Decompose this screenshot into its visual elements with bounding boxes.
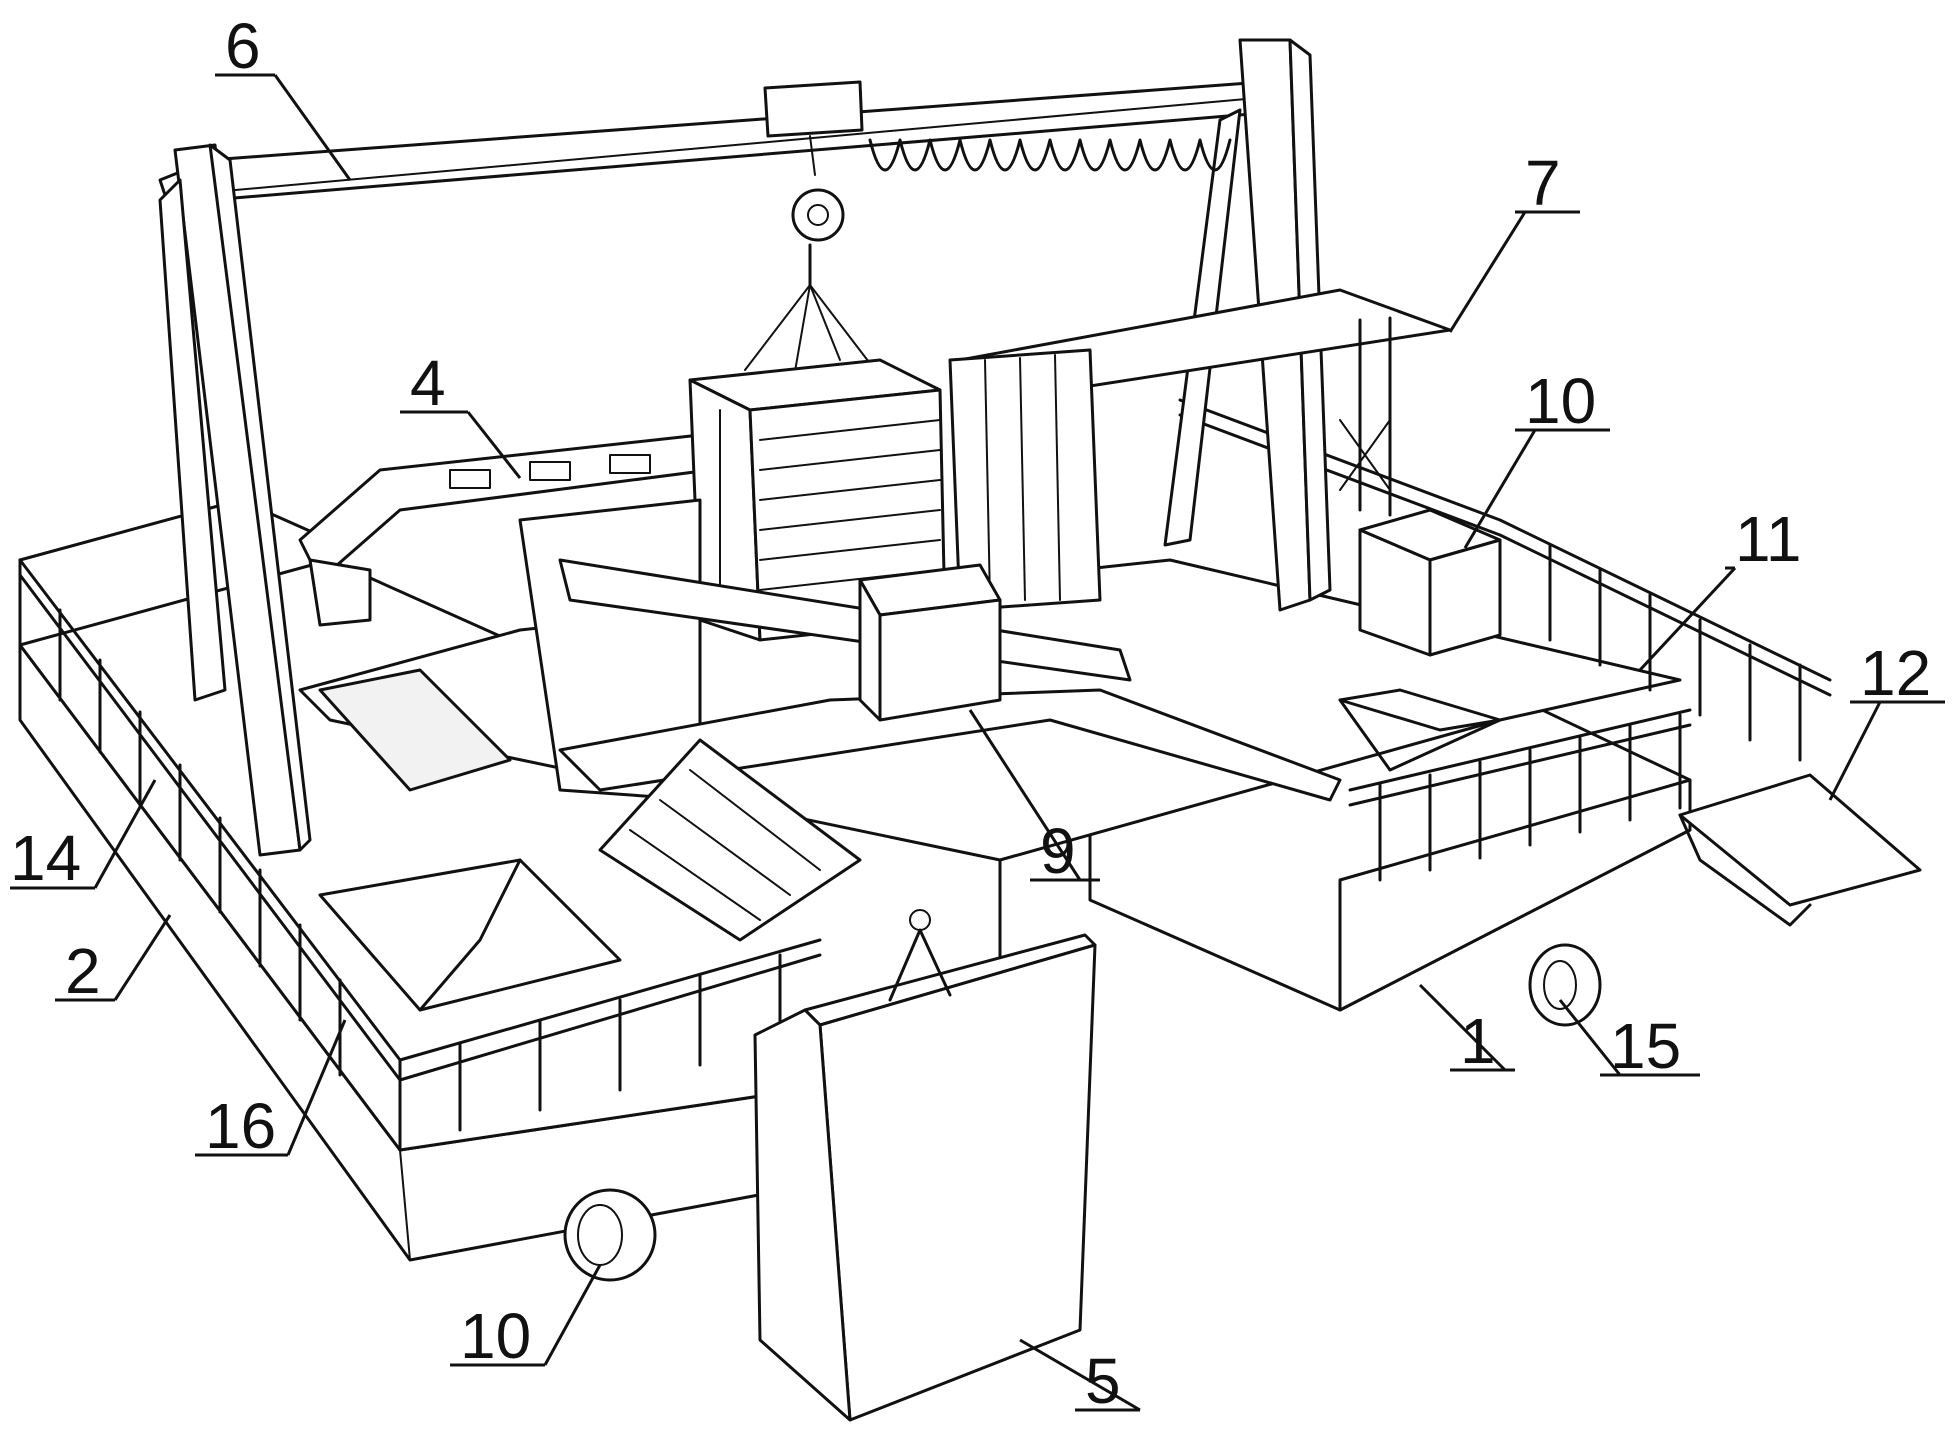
label-12: 12 [1860,637,1931,709]
container-5 [753,909,1097,1422]
label-6: 6 [225,10,261,82]
float-wheel-10 [563,1188,657,1282]
railing-14 [18,498,822,1152]
label-14: 14 [10,822,81,894]
label-1: 1 [1460,1005,1496,1077]
culture-strings [948,348,1102,612]
box-9 [858,563,1002,722]
label-2: 2 [65,935,101,1007]
stairs [598,738,862,942]
label-9: 9 [1040,815,1076,887]
label-16: 16 [205,1090,276,1162]
label-4: 4 [410,347,446,419]
label-10-bottom: 10 [460,1300,531,1372]
leader-lines [93,74,1882,1412]
box-10-top [1358,508,1502,657]
left-hopper [318,858,622,1012]
conveyor-4 [298,433,712,627]
label-7: 7 [1525,147,1561,219]
label-15: 15 [1610,1010,1681,1082]
label-5: 5 [1085,1345,1121,1417]
reference-numerals: 6 7 4 10 11 12 14 2 9 16 1 15 10 5 [10,10,1945,1417]
right-railing [1178,398,1832,882]
label-11: 11 [1735,503,1801,575]
hopper-11 [1338,688,1502,772]
label-10-top: 10 [1525,365,1596,437]
ramp-12 [1678,773,1922,927]
float-wheel-15 [1528,943,1602,1027]
